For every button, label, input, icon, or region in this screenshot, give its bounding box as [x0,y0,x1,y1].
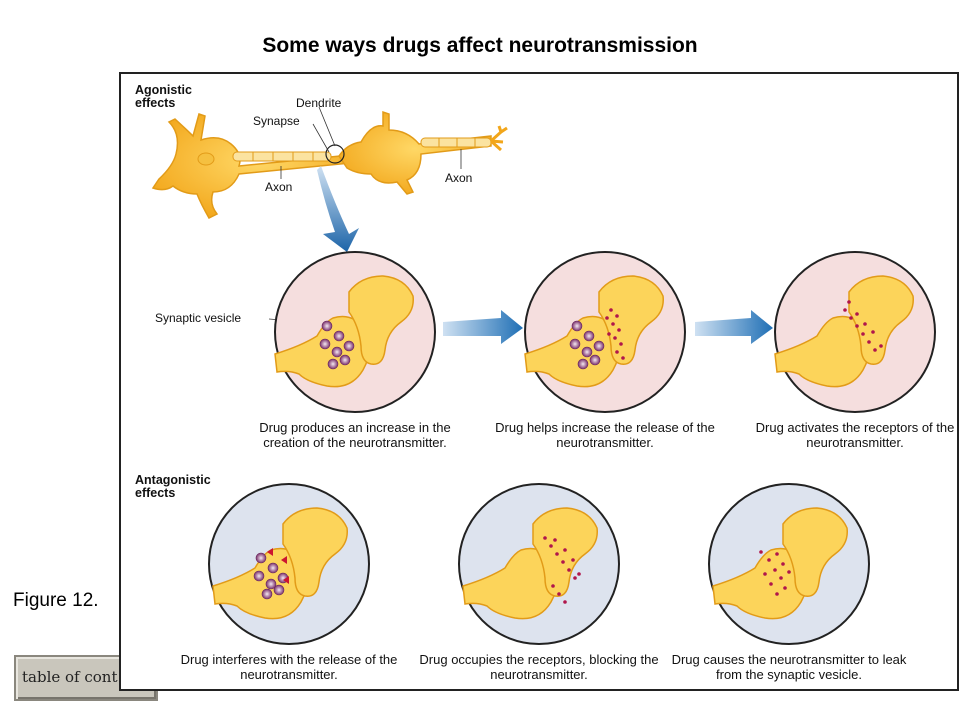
vesicle [593,340,605,352]
agonist-panel-1 [274,251,436,413]
agonistic-line: Agonistic effects [135,83,192,110]
neurotransmitter-dot [607,332,611,336]
vesicle [589,354,601,366]
neurotransmitter-dot [555,552,559,556]
vesicle [261,588,273,600]
vesicle [583,330,595,342]
agonist-panel-3 [774,251,936,413]
neurotransmitter-dot [611,322,615,326]
page-title: Some ways drugs affect neurotransmission [262,34,698,57]
neurotransmitter-dot [615,314,619,318]
neurotransmitter-dot [779,576,783,580]
vesicle [581,346,593,358]
neurotransmitter-dot [577,572,581,576]
neurotransmitter-dot [553,538,557,542]
antagonistic-effects-label: Antagonistic effects [135,474,211,500]
neurotransmitter-dot [615,350,619,354]
synapse-label: Synapse [253,114,300,128]
neurotransmitter-dot [855,312,859,316]
neurotransmitter-dot [543,536,547,540]
synaptic-vesicles [253,320,605,600]
neurotransmitter-dot [567,568,571,572]
neurotransmitter-dot [775,552,779,556]
neurotransmitter-dot [863,322,867,326]
neurotransmitter-dot [769,582,773,586]
vesicle [339,354,351,366]
neurotransmitter-dot [873,348,877,352]
neurotransmitter-dot [867,340,871,344]
vesicle [327,358,339,370]
neurotransmitter-dot [563,600,567,604]
neurotransmitter-dot [561,560,565,564]
antagonist-caption-3: Drug causes the neurotransmitter to leak… [671,652,907,682]
neurotransmitter-dot [861,332,865,336]
table-of-contents-label: table of cont [22,668,118,686]
antagonist-caption-2: Drug occupies the receptors, blocking th… [419,652,659,682]
vesicle [571,320,583,332]
neurotransmitter-dot [613,336,617,340]
neurotransmitter-dot [605,316,609,320]
neurotransmitter-dot [619,342,623,346]
axon-left-label: Axon [265,180,293,194]
vesicle [255,552,267,564]
agonist-caption-2: Drug helps increase the release of the n… [495,420,715,450]
vesicle [333,330,345,342]
antagonist-panel-3 [708,483,870,645]
neurotransmitter-dot [787,570,791,574]
agonist-panel-2 [524,251,686,413]
neurotransmitter-dot [871,330,875,334]
neurotransmitter-dot [775,592,779,596]
neurotransmitter-dot [767,558,771,562]
neurotransmitter-dot [609,308,613,312]
neurotransmitter-dot [781,562,785,566]
antagonist-caption-1: Drug interferes with the release of the … [180,652,398,682]
neurotransmitter-dot [879,344,883,348]
arrow-1-to-2 [443,310,523,344]
vesicle [343,340,355,352]
agonist-caption-3: Drug activates the receptors of the neur… [755,420,955,450]
vesicle [273,584,285,596]
vesicle [319,338,331,350]
antagonistic-line: Antagonistic effects [135,473,211,500]
vesicle [577,358,589,370]
neurotransmitter-dots [543,300,883,604]
neurotransmitter-dot [549,544,553,548]
diagram-artwork [151,106,936,645]
neurotransmitter-dot [843,308,847,312]
neurotransmitter-dot [759,550,763,554]
neurotransmitter-dot [563,548,567,552]
drug-markers [267,548,289,584]
neurotransmitter-dot [621,356,625,360]
postsynaptic-neuron [338,110,508,195]
neurotransmission-diagram: Agonistic effects Antagonistic effects D… [119,72,959,691]
neurotransmitter-dot [557,592,561,596]
vesicle [267,562,279,574]
vesicle [265,578,277,590]
synaptic-vesicle-label: Synaptic vesicle [155,311,242,325]
agonist-caption-1: Drug produces an increase in the creatio… [259,420,451,450]
neurotransmitter-dot [617,328,621,332]
neurotransmitter-dot [855,324,859,328]
neurotransmitter-dot [849,316,853,320]
vesicle [253,570,265,582]
neurotransmitter-dot [571,558,575,562]
axon-right-label: Axon [445,171,473,185]
neurotransmitter-dot [573,576,577,580]
antagonist-panel-1 [208,483,370,645]
neurotransmitter-dot [773,568,777,572]
agonistic-effects-label: Agonistic effects [135,84,192,110]
dendrite-label: Dendrite [296,96,342,110]
neurotransmitter-dot [551,584,555,588]
neurotransmitter-dot [763,572,767,576]
figure-label: Figure 12. [13,590,99,611]
neurotransmitter-dot [847,300,851,304]
neurotransmitter-dot [783,586,787,590]
vesicle [569,338,581,350]
arrow-2-to-3 [695,310,773,344]
vesicle [331,346,343,358]
vesicle [321,320,333,332]
axon-left [232,151,332,162]
zoom-arrow [317,166,359,252]
antagonist-panel-2 [458,483,620,645]
